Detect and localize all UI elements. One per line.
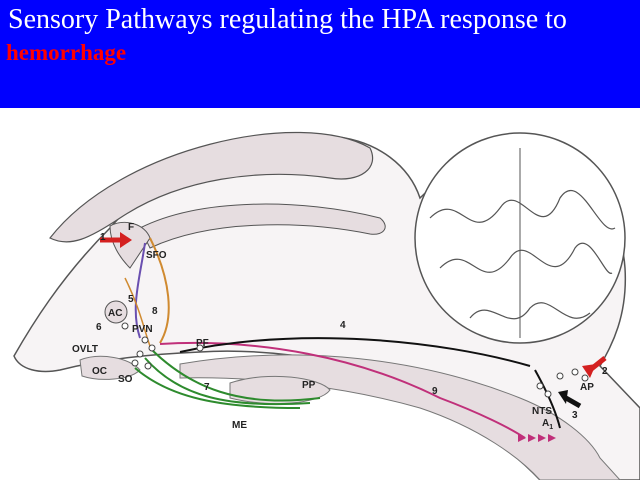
number-9: 9 bbox=[432, 386, 438, 397]
label-PVN: PVN bbox=[132, 324, 153, 335]
pathway-7-green-a bbox=[149, 347, 321, 402]
label-A1-main: A bbox=[542, 418, 549, 429]
number-7: 7 bbox=[204, 382, 210, 393]
label-PP: PP bbox=[302, 380, 316, 391]
pathway-5-orange bbox=[124, 277, 151, 347]
pathway-4-black bbox=[179, 337, 531, 367]
number-1: 1 bbox=[100, 232, 106, 243]
cortex-arc bbox=[49, 131, 374, 243]
cerebellum bbox=[414, 132, 626, 344]
slide-title-highlight: hemorrhage bbox=[6, 40, 127, 65]
pathway-8-orange bbox=[149, 237, 170, 344]
label-OC: OC bbox=[92, 366, 107, 377]
red-arrow-2 bbox=[582, 356, 607, 378]
label-A1: A1 bbox=[542, 418, 553, 431]
pathway-7-green-b bbox=[144, 357, 311, 406]
label-AC: AC bbox=[108, 308, 122, 319]
pathway-1-purple bbox=[134, 242, 146, 339]
label-AP: AP bbox=[580, 382, 594, 393]
number-2: 2 bbox=[602, 366, 608, 377]
pathway-7-green-c bbox=[134, 367, 301, 409]
label-SFO: SFO bbox=[146, 250, 167, 261]
anterior-commissure bbox=[104, 300, 128, 324]
label-ME: ME bbox=[232, 420, 247, 431]
slide-title: Sensory Pathways regulating the HPA resp… bbox=[8, 4, 567, 35]
number-8: 8 bbox=[152, 306, 158, 317]
number-5: 5 bbox=[128, 294, 134, 305]
a1-arrowheads bbox=[518, 434, 556, 442]
pathway-3-black bbox=[534, 369, 561, 429]
title-banner: Sensory Pathways regulating the HPA resp… bbox=[0, 0, 640, 108]
pituitary-tissue bbox=[229, 375, 331, 405]
label-SO: SO bbox=[118, 374, 133, 385]
label-OVLT: OVLT bbox=[72, 344, 98, 355]
fornix-tract bbox=[139, 203, 386, 249]
label-NTS: NTS bbox=[532, 406, 552, 417]
optic-chiasm-tissue bbox=[79, 355, 141, 380]
diagram-svg: F SFO AC OVLT PVN OC SO PF ME PP NTS AP … bbox=[13, 131, 640, 481]
label-F: F bbox=[128, 222, 134, 233]
red-arrow-1 bbox=[100, 232, 132, 248]
neuron-stars bbox=[121, 322, 589, 398]
black-arrow-3 bbox=[558, 390, 582, 409]
label-PF: PF bbox=[196, 338, 209, 349]
brain-pathway-diagram: F SFO AC OVLT PVN OC SO PF ME PP NTS AP … bbox=[0, 108, 640, 481]
number-6: 6 bbox=[96, 322, 102, 333]
label-A1-sub: 1 bbox=[549, 424, 553, 431]
number-3: 3 bbox=[572, 410, 578, 421]
number-4: 4 bbox=[340, 320, 346, 331]
